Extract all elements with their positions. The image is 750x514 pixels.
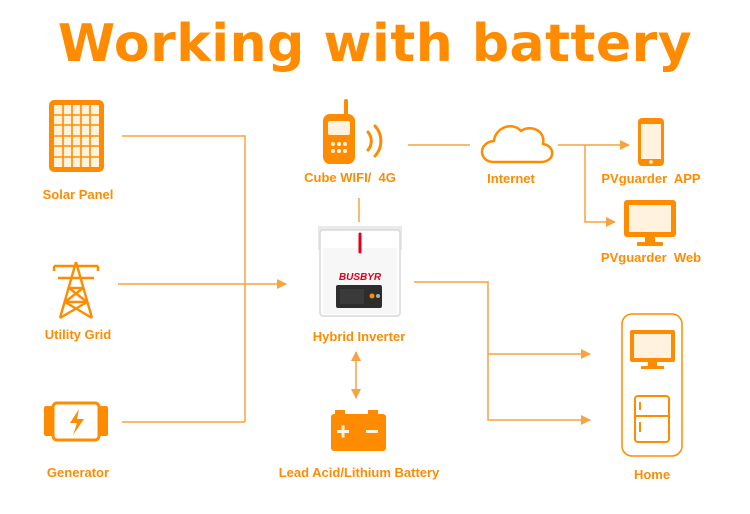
- page-title: Working with battery: [57, 14, 693, 74]
- cloud-icon: [480, 125, 554, 164]
- monitor-icon: [624, 200, 676, 246]
- battery-label: Lead Acid/Lithium Battery: [278, 465, 440, 480]
- generator-label: Generator: [46, 465, 110, 480]
- inverter-to-home-arrow-2: [487, 354, 591, 425]
- inverter-to-home-arrow-1: [414, 281, 591, 359]
- cube-wifi-label: Cube WIFI/ 4G: [304, 170, 396, 185]
- inverter-icon: [318, 226, 402, 317]
- transmission-tower-icon: [52, 261, 100, 320]
- home-label: Home: [633, 467, 671, 482]
- tv-icon: [630, 330, 675, 369]
- solar-panel-label: Solar Panel: [42, 187, 114, 202]
- inverter-brand: BUSBYR: [339, 272, 382, 283]
- wifi-cube-icon: [323, 99, 383, 164]
- home-appliances-icon: [621, 313, 683, 457]
- internet-label: Internet: [487, 171, 535, 186]
- web-label: PVguarder Web: [600, 250, 702, 265]
- battery-icon: [331, 410, 386, 451]
- generator-icon: [44, 401, 108, 442]
- connectors: [118, 135, 630, 425]
- internet-to-web-arrow: [584, 145, 616, 227]
- solar-line: [122, 135, 246, 422]
- solar-panel-icon: [49, 100, 104, 172]
- app-label: PVguarder APP: [601, 171, 701, 186]
- inverter-label: Hybrid Inverter: [312, 329, 406, 344]
- smartphone-icon: [638, 118, 664, 166]
- fridge-icon: [634, 395, 670, 443]
- utility-grid-label: Utility Grid: [44, 327, 112, 342]
